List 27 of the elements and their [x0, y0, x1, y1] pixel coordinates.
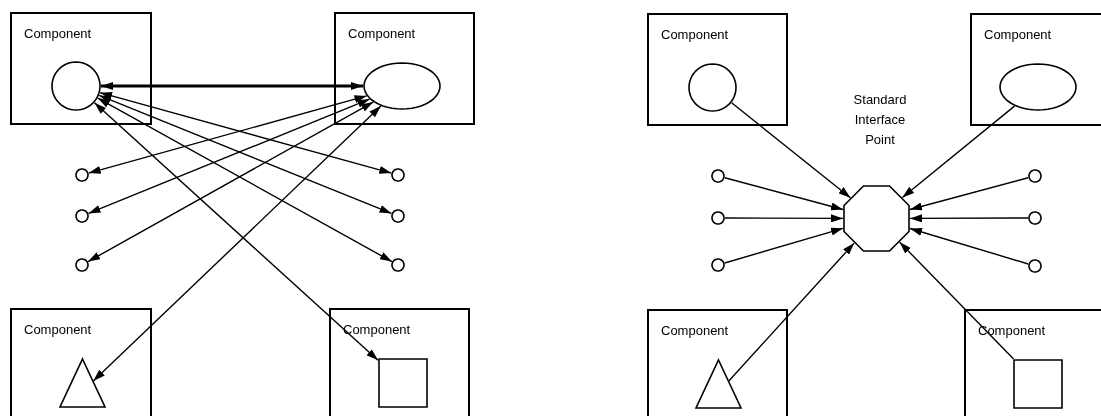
arrow: [730, 102, 852, 199]
component-label: Component: [24, 26, 92, 41]
component-label: Component: [984, 27, 1052, 42]
component-box: [329, 308, 470, 416]
component-label: Component: [348, 26, 416, 41]
component-box: [10, 12, 152, 125]
arrow: [728, 242, 855, 382]
arrow: [724, 177, 844, 211]
arrow: [909, 214, 1029, 223]
arrow: [909, 227, 1029, 265]
component-label: Component: [661, 27, 729, 42]
node-label: Standard Interface Point: [852, 91, 908, 149]
component-box: [964, 309, 1101, 416]
arrow: [724, 214, 844, 223]
component-label: Component: [661, 323, 729, 338]
component-box: [647, 13, 788, 126]
component-box: [334, 12, 475, 125]
arrow: [901, 105, 1016, 199]
arrow: [724, 227, 844, 264]
component-box: [970, 13, 1101, 126]
component-box: [10, 308, 152, 416]
arrow: [909, 177, 1029, 211]
arrow: [101, 82, 363, 90]
arrow: [899, 241, 1015, 360]
component-label: Component: [24, 322, 92, 337]
component-box: [647, 309, 788, 416]
component-label: Component: [343, 322, 411, 337]
